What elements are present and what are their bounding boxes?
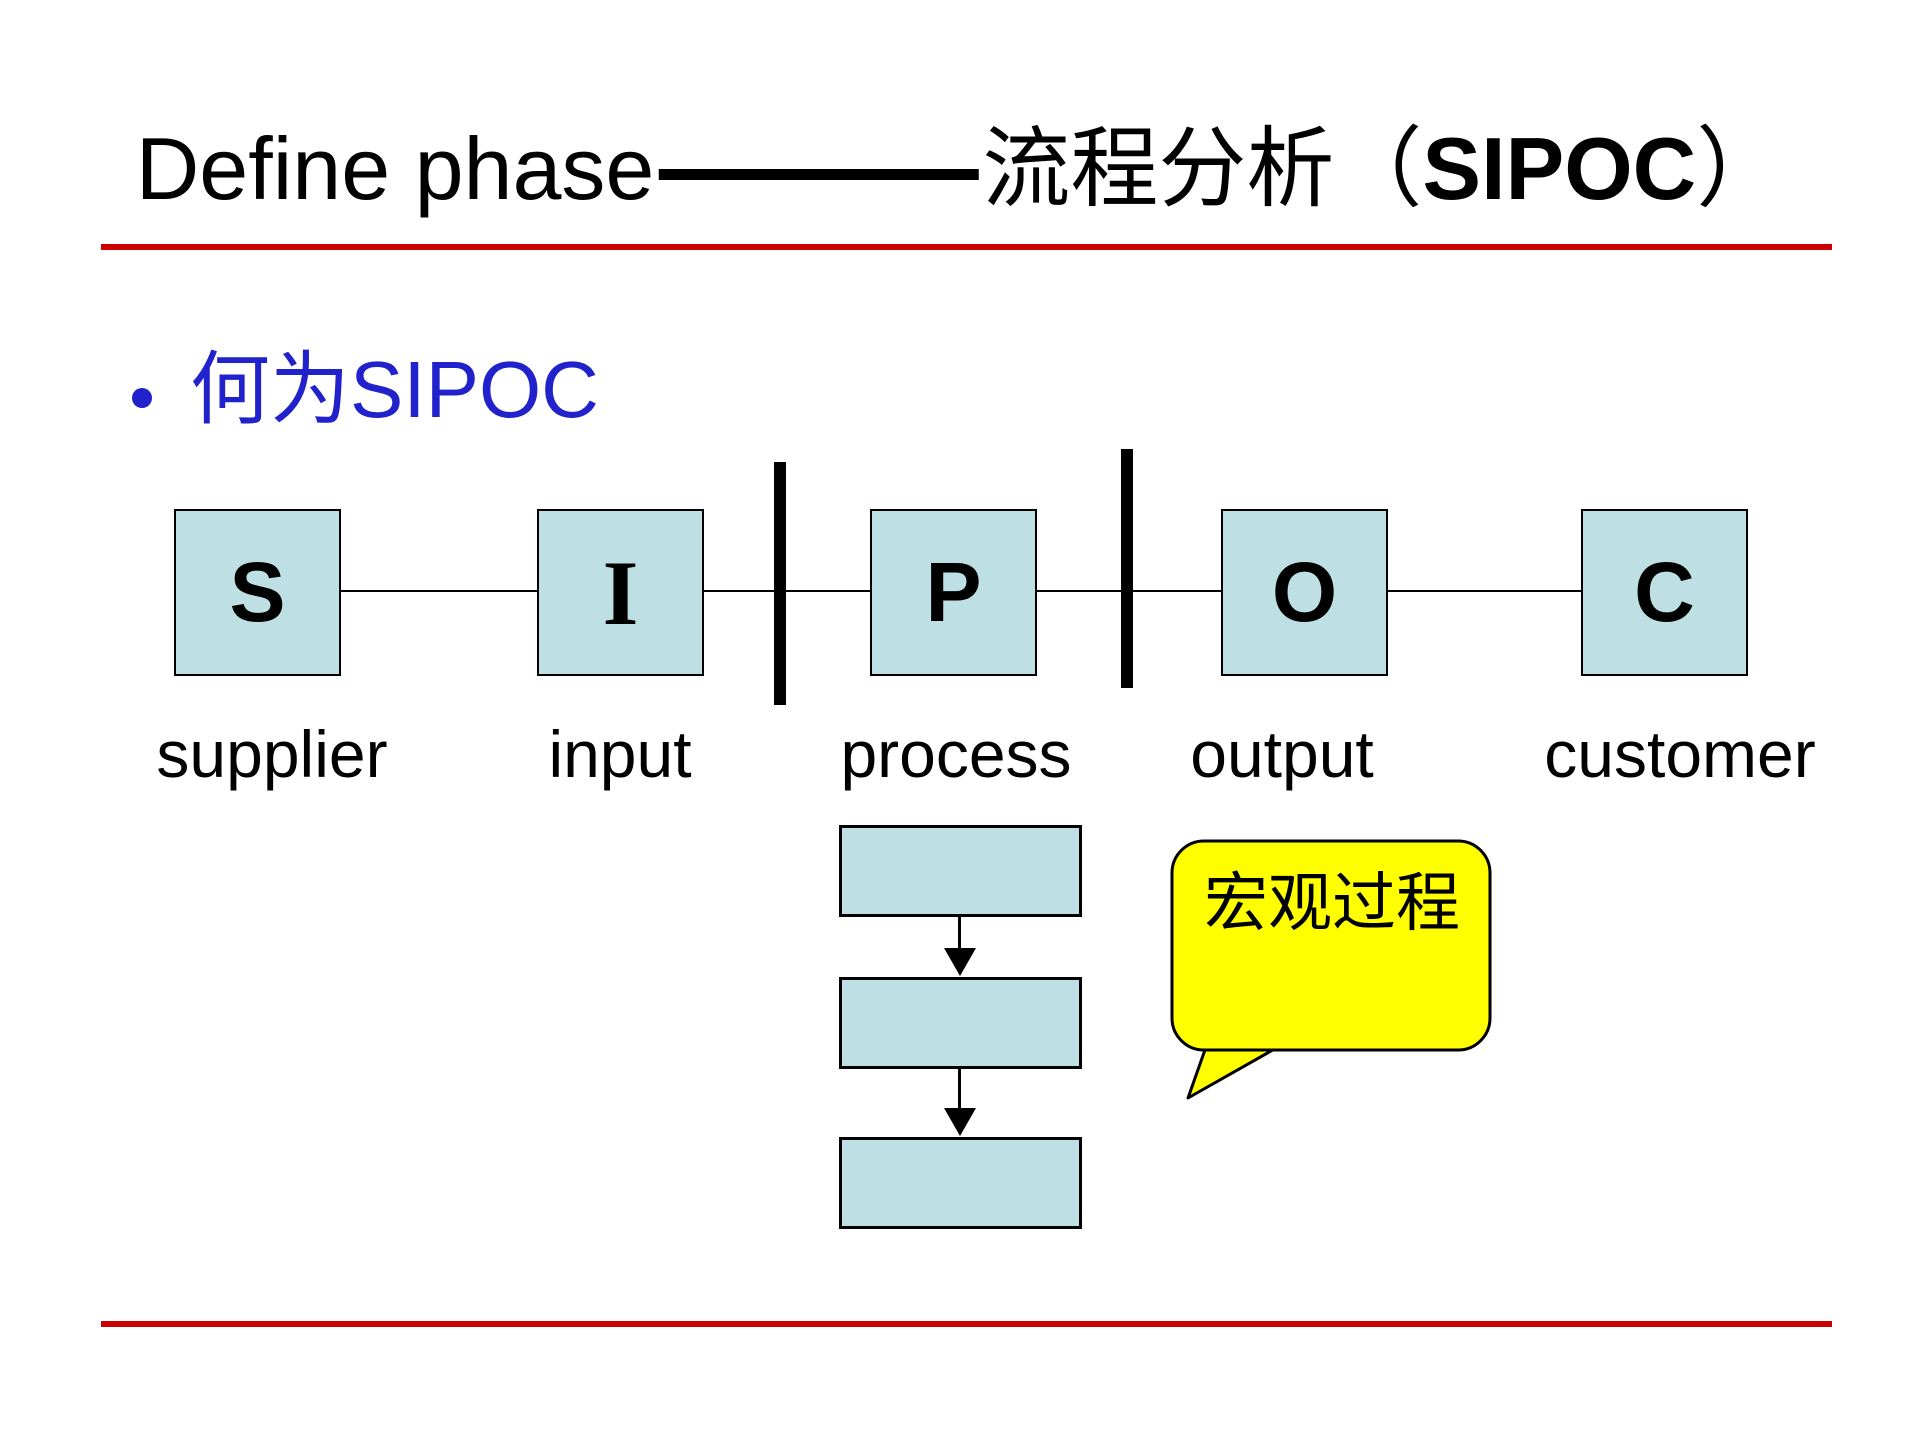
title-text-english: Define phase (135, 119, 655, 218)
process-step-box-2 (839, 977, 1082, 1069)
label-customer: customer (1544, 717, 1816, 791)
label-supplier: supplier (156, 717, 388, 791)
label-input: input (548, 717, 692, 791)
process-output-boundary-bar (1121, 449, 1133, 688)
flow-arrow-1-head (944, 948, 976, 976)
sipoc-letter-o: O (1271, 545, 1338, 639)
macro-process-callout (1170, 839, 1492, 1100)
callout-body (1170, 839, 1492, 1052)
sipoc-letter-c: C (1634, 545, 1695, 639)
sipoc-box-supplier: S (174, 509, 341, 676)
bullet-dot (132, 388, 152, 408)
footer-divider-line (101, 1321, 1832, 1327)
process-step-box-3 (839, 1137, 1082, 1229)
sipoc-box-input: I (537, 509, 704, 676)
sipoc-box-output: O (1221, 509, 1388, 676)
title-open-paren: （ (1334, 122, 1423, 219)
title-close-paren: ） (1696, 122, 1785, 219)
label-output: output (1190, 717, 1374, 791)
callout-text: 宏观过程 (1204, 868, 1460, 939)
flow-arrow-2-head (944, 1108, 976, 1136)
title-dash-line (658, 168, 979, 180)
title-divider-line (101, 244, 1832, 250)
bullet-item: 何为SIPOC (190, 345, 599, 436)
label-process: process (840, 717, 1072, 791)
sipoc-box-customer: C (1581, 509, 1748, 676)
input-process-boundary-bar (774, 462, 786, 705)
title-text-chinese: 流程分析 (982, 122, 1335, 219)
sipoc-letter-p: P (925, 545, 982, 639)
sipoc-box-process: P (870, 509, 1037, 676)
flow-arrow-2-shaft (958, 1069, 961, 1111)
bullet-text-acronym: SIPOC (350, 345, 599, 434)
bullet-text-chinese: 何为 (190, 347, 350, 435)
page-title: Define phase 流程分析（SIPOC） (136, 118, 1784, 221)
sipoc-letter-i: I (602, 541, 639, 644)
title-acronym: SIPOC (1422, 119, 1697, 218)
flow-arrow-1-shaft (958, 917, 961, 951)
process-step-box-1 (839, 825, 1082, 917)
sipoc-letter-s: S (229, 545, 286, 639)
